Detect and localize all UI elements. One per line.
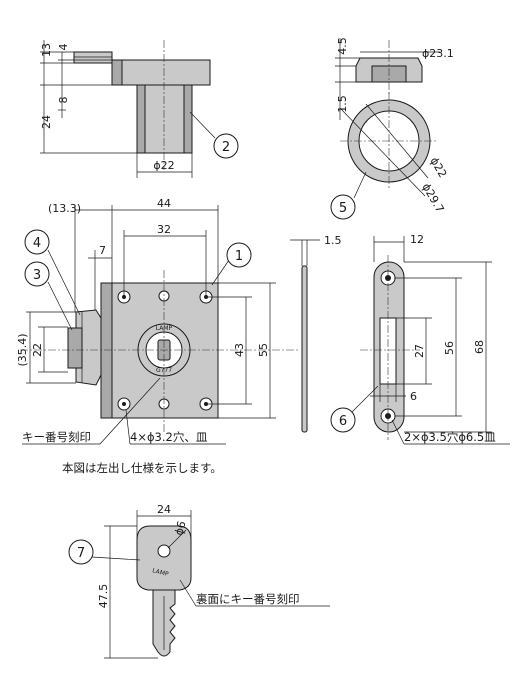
dim-44: 44: [157, 197, 171, 210]
dim-24: 24: [40, 115, 53, 129]
callout-4-label: 4: [33, 236, 41, 251]
dim-1-5-plate: 1.5: [324, 234, 342, 247]
callout-7: [68, 539, 94, 565]
strike-front-view: 12 27 56 68 6 6 2×ϕ3.5穴ϕ6.5皿: [330, 233, 510, 445]
key-bow: [136, 525, 192, 591]
top-view-body-side: [111, 59, 123, 86]
dim-13: 13: [40, 43, 53, 57]
front-body-edge: [100, 282, 113, 419]
dim-4-5: 4.5: [336, 37, 349, 55]
note-holes-plate: 2×ϕ3.5穴ϕ6.5皿: [404, 430, 496, 444]
callout-2-label: 2: [222, 140, 230, 155]
strike-side-profile: [301, 265, 308, 433]
key-brand: LAMP: [151, 567, 169, 578]
front-view: LAMP G777 (13.3) 44 32 7 (35.4) 22 43: [16, 197, 300, 475]
callout-5-label: 5: [339, 201, 347, 216]
note-key-back-engraving: 裏面にキー番号刻印: [196, 592, 300, 606]
callout-6-label: 6: [339, 414, 347, 429]
dim-68: 68: [473, 340, 486, 354]
dim-4: 4: [57, 44, 70, 51]
dim-13-3: (13.3): [48, 202, 81, 215]
dim-47-5: 47.5: [97, 584, 110, 609]
callout-1-label: 1: [235, 249, 243, 264]
dim-22-front: 22: [31, 343, 44, 357]
top-view-body-plate: [111, 59, 211, 86]
callout-6: [330, 407, 356, 433]
dim-6: 6: [410, 390, 417, 403]
dim-8: 8: [57, 97, 70, 104]
dim-43: 43: [233, 343, 246, 357]
callout-4: [24, 229, 50, 255]
dim-phi6: ϕ6: [172, 520, 188, 537]
key-ring-hole: [157, 544, 171, 558]
dim-1-5-cap: 1.5: [336, 95, 349, 113]
dim-7: 7: [99, 244, 106, 257]
dim-phi22-top: ϕ22: [153, 159, 174, 172]
dim-56: 56: [443, 341, 456, 355]
note-holes-body: 4×ϕ3.2穴、皿: [130, 430, 208, 444]
dim-27: 27: [413, 344, 426, 358]
top-view: 13 4 8 24 ϕ22 2: [40, 40, 239, 178]
callout-3-label: 3: [33, 268, 41, 283]
top-view-bolt: [73, 51, 113, 64]
dim-phi29-7: ϕ29.7: [419, 181, 446, 215]
dim-55: 55: [257, 343, 270, 357]
dim-phi22-cap: ϕ22: [427, 155, 449, 180]
dim-32: 32: [157, 223, 171, 236]
callout-1: [226, 242, 252, 268]
dim-35-4: (35.4): [16, 333, 29, 366]
note-key-number-engraving: キー番号刻印: [22, 430, 91, 444]
callout-5: [330, 194, 356, 220]
note-left-out: 本図は左出し仕様を示します。: [62, 461, 222, 475]
callout-3: [24, 261, 50, 287]
dim-24-key: 24: [157, 503, 171, 516]
dim-12: 12: [410, 233, 424, 246]
callout-7-label: 7: [77, 546, 85, 561]
strike-side-view: 1.5: [290, 234, 342, 433]
dim-phi23-1: ϕ23.1: [422, 47, 454, 60]
cap-view: 4.5 1.5 ϕ23.1 ϕ22 ϕ29.7 5: [330, 37, 454, 220]
callout-2: [213, 133, 239, 159]
key-view: LAMP 24 ϕ6 47.5 7 裏面にキー番号刻印: [68, 503, 330, 659]
